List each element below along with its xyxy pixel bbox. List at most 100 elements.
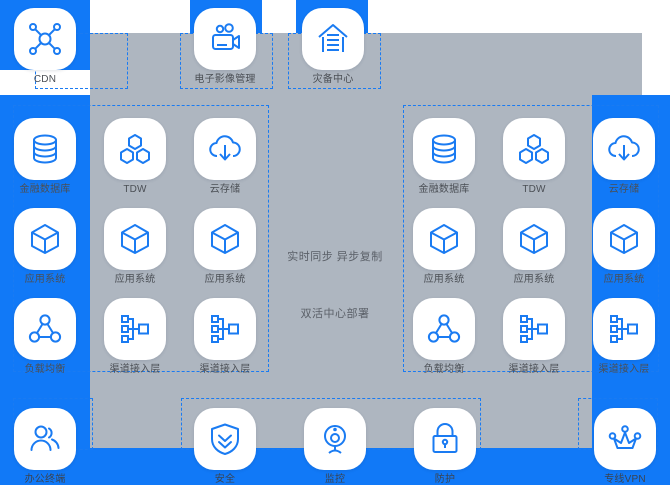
datacenter-house-icon (315, 21, 351, 57)
tile-protection[interactable] (414, 408, 476, 470)
cube-icon (517, 222, 551, 256)
node-vpn[interactable]: 专线VPN (594, 408, 656, 486)
cube-icon (607, 222, 641, 256)
node-label: 渠道接入层 (598, 364, 650, 375)
tile-right-cloud-storage[interactable] (593, 118, 655, 180)
node-cdn[interactable]: CDN (14, 8, 76, 86)
tile-right-app-3[interactable] (593, 208, 655, 270)
node-label: TDW (123, 184, 147, 195)
tile-dr-center[interactable] (302, 8, 364, 70)
tile-right-database[interactable] (413, 118, 475, 180)
node-left-app-2[interactable]: 应用系统 (104, 208, 166, 286)
node-label: 安全 (214, 474, 236, 485)
tree-topology-icon (118, 312, 152, 346)
tile-office-terminal[interactable] (14, 408, 76, 470)
tile-left-load-balancer[interactable] (14, 298, 76, 360)
node-label: 应用系统 (204, 274, 246, 285)
node-label: 渠道接入层 (508, 364, 560, 375)
crown-icon (608, 422, 642, 456)
center-caption-sync: 实时同步 异步复制 (287, 251, 383, 263)
tile-left-cloud-storage[interactable] (194, 118, 256, 180)
tree-topology-icon (208, 312, 242, 346)
padlock-icon (428, 422, 462, 456)
database-icon (427, 132, 461, 166)
node-left-tdw[interactable]: TDW (104, 118, 166, 196)
node-label: 云存储 (608, 184, 640, 195)
node-left-database[interactable]: 金融数据库 (14, 118, 76, 196)
cloud-download-icon (208, 132, 242, 166)
node-left-app-3[interactable]: 应用系统 (194, 208, 256, 286)
tile-monitoring[interactable] (304, 408, 366, 470)
node-right-app-2[interactable]: 应用系统 (503, 208, 565, 286)
load-balancer-icon (427, 312, 461, 346)
node-label: 应用系统 (114, 274, 156, 285)
node-right-channel-1[interactable]: 渠道接入层 (503, 298, 565, 376)
tile-right-tdw[interactable] (503, 118, 565, 180)
tile-security[interactable] (194, 408, 256, 470)
node-right-app-1[interactable]: 应用系统 (413, 208, 475, 286)
tile-left-channel-2[interactable] (194, 298, 256, 360)
tile-left-app-2[interactable] (104, 208, 166, 270)
node-right-database[interactable]: 金融数据库 (413, 118, 475, 196)
camera-monitor-icon (318, 422, 352, 456)
shield-check-icon (208, 422, 242, 456)
node-label: 防护 (434, 474, 456, 485)
tile-left-channel-1[interactable] (104, 298, 166, 360)
tile-right-channel-2[interactable] (593, 298, 655, 360)
tile-left-app-3[interactable] (194, 208, 256, 270)
node-right-cloud-storage[interactable]: 云存储 (593, 118, 655, 196)
cube-icon (427, 222, 461, 256)
hexagon-cluster-icon (517, 132, 551, 166)
node-label: 金融数据库 (418, 184, 470, 195)
node-label: 应用系统 (513, 274, 555, 285)
node-left-channel-2[interactable]: 渠道接入层 (194, 298, 256, 376)
tree-topology-icon (607, 312, 641, 346)
tile-vpn[interactable] (594, 408, 656, 470)
tile-right-app-1[interactable] (413, 208, 475, 270)
cube-icon (118, 222, 152, 256)
node-label: 负载均衡 (24, 364, 66, 375)
cloud-download-icon (607, 132, 641, 166)
node-label: 应用系统 (423, 274, 465, 285)
tile-right-load-balancer[interactable] (413, 298, 475, 360)
tile-left-database[interactable] (14, 118, 76, 180)
users-icon (28, 422, 62, 456)
node-label: 负载均衡 (423, 364, 465, 375)
node-protection[interactable]: 防护 (414, 408, 476, 486)
node-label: CDN (33, 74, 57, 85)
node-right-channel-2[interactable]: 渠道接入层 (593, 298, 655, 376)
node-right-app-3[interactable]: 应用系统 (593, 208, 655, 286)
load-balancer-icon (28, 312, 62, 346)
node-label: 渠道接入层 (109, 364, 161, 375)
node-label: 云存储 (209, 184, 241, 195)
node-label: 办公终端 (24, 474, 66, 485)
node-left-load-balancer[interactable]: 负载均衡 (14, 298, 76, 376)
cube-icon (28, 222, 62, 256)
tree-topology-icon (517, 312, 551, 346)
database-icon (28, 132, 62, 166)
node-left-channel-1[interactable]: 渠道接入层 (104, 298, 166, 376)
cdn-network-icon (27, 21, 63, 57)
hexagon-cluster-icon (118, 132, 152, 166)
node-label: 电子影像管理 (194, 74, 256, 85)
tile-right-channel-1[interactable] (503, 298, 565, 360)
node-dr-center[interactable]: 灾备中心 (302, 8, 364, 86)
node-security[interactable]: 安全 (194, 408, 256, 486)
node-left-cloud-storage[interactable]: 云存储 (194, 118, 256, 196)
tile-left-app-1[interactable] (14, 208, 76, 270)
node-left-app-1[interactable]: 应用系统 (14, 208, 76, 286)
tile-cdn[interactable] (14, 8, 76, 70)
node-monitoring[interactable]: 监控 (304, 408, 366, 486)
node-right-tdw[interactable]: TDW (503, 118, 565, 196)
tile-right-app-2[interactable] (503, 208, 565, 270)
center-caption-deployment: 双活中心部署 (300, 308, 370, 320)
node-label: 金融数据库 (19, 184, 71, 195)
node-office-terminal[interactable]: 办公终端 (14, 408, 76, 486)
node-label: 灾备中心 (312, 74, 354, 85)
tile-left-tdw[interactable] (104, 118, 166, 180)
node-label: 专线VPN (604, 474, 646, 485)
tile-imaging[interactable] (194, 8, 256, 70)
node-imaging[interactable]: 电子影像管理 (194, 8, 256, 86)
node-right-load-balancer[interactable]: 负载均衡 (413, 298, 475, 376)
